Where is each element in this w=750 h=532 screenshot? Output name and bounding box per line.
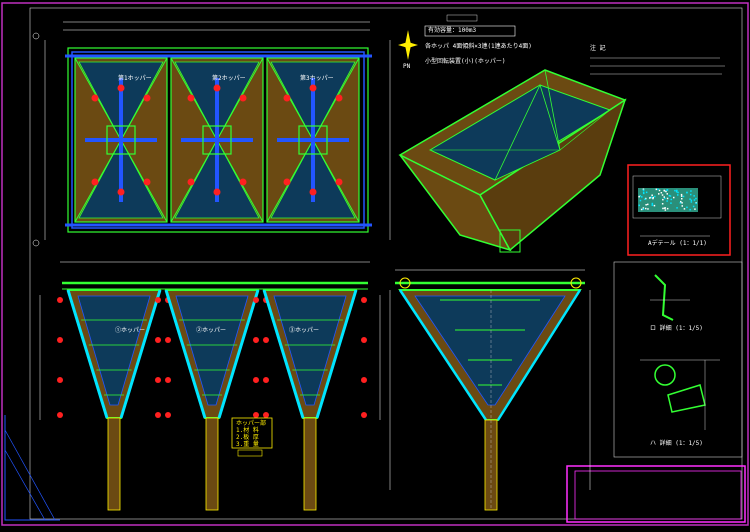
detail-2-label: ロ 詳細 (1：1/5) (650, 325, 703, 332)
detail-2-drawing (650, 274, 690, 321)
detail-panel (613, 261, 743, 458)
detail-3-drawing (640, 359, 720, 430)
section-name-2: ②ホッパー (196, 327, 227, 334)
hopper-name-1: 第1ホッパー (118, 75, 152, 82)
side-section-view (389, 269, 591, 511)
isometric-view (398, 69, 627, 253)
detail-a-box (627, 164, 731, 256)
hopper-name-3: 第3ホッパー (300, 75, 334, 82)
detail-3-label: ハ 詳細 (1：1/5) (650, 440, 703, 447)
detail-a-label: Aデテール (1：1/1) (648, 240, 707, 247)
legend-title: ホッパー部 (236, 420, 267, 427)
capacity-label: 有効容量：100m3 (428, 27, 477, 34)
notes-lines (590, 57, 725, 75)
composition-label: 各ホッパ 4面傾斜×3連(1連あたり4面) (425, 43, 532, 50)
legend-row-2: 2.板 厚 (236, 434, 259, 441)
title-block-inner (574, 470, 742, 520)
north-label: PN (403, 63, 411, 70)
title-block (566, 465, 746, 523)
section-name-3: ③ホッパー (289, 327, 320, 334)
notes-header: 注 記 (590, 45, 606, 52)
plan-view (32, 21, 391, 247)
north-arrow-icon (398, 30, 418, 60)
legend-row-3: 3.重 量 (236, 441, 259, 448)
legend-row-1: 1.材 料 (236, 427, 259, 434)
left-corner-hatch (4, 415, 60, 521)
hopper-name-2: 第2ホッパー (212, 75, 246, 82)
front-section-view (39, 261, 381, 511)
legend-table (231, 417, 273, 457)
unit-label: 小型回転装置(小)(ホッパー) (425, 58, 506, 65)
section-name-1: ①ホッパー (115, 327, 146, 334)
